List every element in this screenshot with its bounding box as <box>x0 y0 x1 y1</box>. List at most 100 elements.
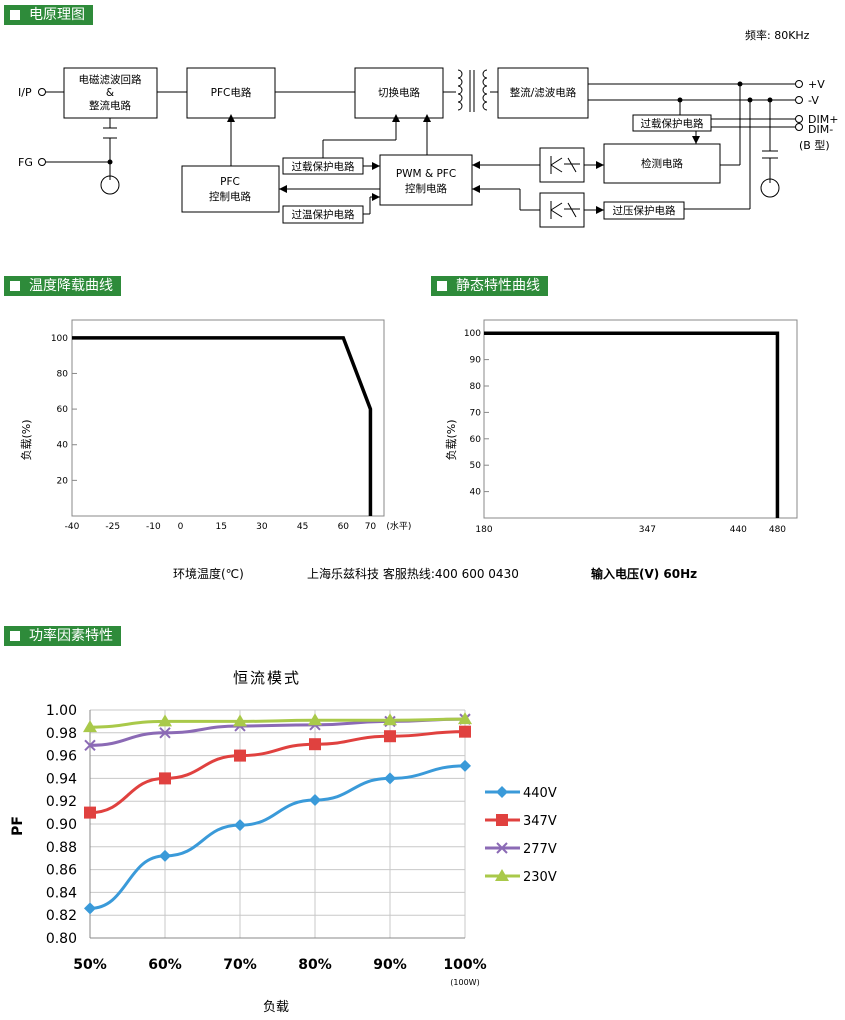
pfc-ctrl-label-1: PFC <box>220 176 240 188</box>
derating-ylabel: 负载(%) <box>19 419 33 460</box>
emi-label-2: & <box>106 87 114 99</box>
pf-point <box>159 727 171 739</box>
pf-series-440V <box>84 759 471 915</box>
derating-xunit: (水平) <box>386 520 411 532</box>
pf-ytick: 0.82 <box>46 908 77 924</box>
pf-xtick: 50% <box>73 957 107 973</box>
pf-point <box>495 869 509 881</box>
pf-point <box>309 719 321 731</box>
vminus-label: -V <box>808 94 819 107</box>
derating-ytick: 40 <box>57 441 69 451</box>
pf-ytick: 0.90 <box>46 817 77 833</box>
pf-ytick: 1.00 <box>46 703 77 719</box>
rectify-block <box>497 67 589 119</box>
detect-label: 检测电路 <box>641 157 683 170</box>
pf-xtick: 100% <box>443 957 486 973</box>
pf-point <box>234 819 246 832</box>
pf-ytick: 0.98 <box>46 726 77 742</box>
pf-point <box>383 713 397 726</box>
pf-series-line <box>89 717 466 747</box>
pf-point <box>234 720 246 732</box>
derating-xtick: -40 <box>65 522 80 532</box>
section-header-derating: 温度降载曲线 <box>4 276 121 296</box>
pwm-label-1: PWM & PFC <box>396 168 456 180</box>
pf-series-line <box>89 764 466 910</box>
pf-xlabel: 负载 <box>263 1000 289 1015</box>
static-ytick: 90 <box>470 356 482 366</box>
pfc-control-block <box>181 165 280 213</box>
derating-xlabel: 环境温度(℃) <box>173 567 244 581</box>
square-icon <box>10 631 20 641</box>
switch-block <box>354 67 444 119</box>
ground-icon <box>760 178 780 198</box>
section-header-static: 静态特性曲线 <box>431 276 548 296</box>
pf-point <box>384 772 396 785</box>
terminal-fg <box>38 158 46 166</box>
derating-xtick: 45 <box>297 522 308 532</box>
pf-point <box>459 713 471 725</box>
overload-left-label: 过载保护电路 <box>292 160 355 173</box>
terminal-dimminus <box>795 123 803 131</box>
pf-series-230V <box>83 712 472 733</box>
pf-point <box>84 739 96 752</box>
derating-ytick: 60 <box>57 405 69 415</box>
dimplus-label: DIM+ <box>808 113 838 126</box>
pf-point <box>309 719 321 731</box>
static-ytick: 80 <box>470 382 482 392</box>
terminal-vminus <box>795 96 803 104</box>
pf-point <box>308 713 322 726</box>
derating-xtick: 60 <box>338 522 350 532</box>
section-header-schematic: 电原理图 <box>4 5 93 25</box>
pf-point <box>459 725 471 738</box>
emi-label-1: 电磁滤波回路 <box>79 73 142 86</box>
pf-point <box>459 759 471 772</box>
section-title: 静态特性曲线 <box>456 278 540 294</box>
pf-point <box>384 715 396 728</box>
static-ytick: 70 <box>470 408 482 418</box>
pf-legend-label: 347V <box>523 814 557 829</box>
pf-point <box>384 715 396 728</box>
section-header-pf: 功率因素特性 <box>4 626 121 646</box>
opto-block-bottom <box>539 192 585 228</box>
derating-xtick: 0 <box>178 522 184 532</box>
pf-ytick: 0.84 <box>46 885 77 901</box>
pf-point <box>309 738 321 751</box>
pf-xtick: 90% <box>373 957 407 973</box>
pf-xtick: 80% <box>298 957 332 973</box>
pwm-label-2: 控制电路 <box>405 182 447 195</box>
rectify-label: 整流/滤波电路 <box>510 86 577 99</box>
terminal-dimplus <box>795 115 803 123</box>
pf-series-277V <box>84 713 471 752</box>
pf-xtick: 60% <box>148 957 182 973</box>
pf-xtick: 70% <box>223 957 257 973</box>
pf-point <box>384 730 396 743</box>
pf-point <box>158 714 172 727</box>
section-title: 功率因素特性 <box>29 628 113 644</box>
pf-point <box>159 849 171 862</box>
pf-legend-item: 277V <box>485 842 557 857</box>
pf-legend-label: 277V <box>523 842 557 857</box>
pf-point <box>84 739 96 752</box>
emi-label-3: 整流电路 <box>89 99 131 112</box>
static-curve <box>484 331 780 518</box>
pf-series-347V <box>84 725 471 819</box>
pf-series-line <box>89 717 466 729</box>
fg-label: FG <box>18 156 33 169</box>
pf-point <box>496 842 508 854</box>
static-ylabel: 负载(%) <box>444 419 458 460</box>
section-title: 电原理图 <box>29 7 85 23</box>
terminal-vplus <box>795 80 803 88</box>
static-ytick: 40 <box>470 488 482 498</box>
static-xtick: 440 <box>730 525 747 535</box>
vplus-label: +V <box>808 78 825 91</box>
square-icon <box>437 281 447 291</box>
pf-ytick: 0.80 <box>46 931 77 947</box>
frequency-label: 频率: 80KHz <box>745 28 810 42</box>
derating-xtick: -25 <box>105 522 120 532</box>
pf-point <box>84 902 96 915</box>
pfc-ctrl-label-2: 控制电路 <box>209 190 251 203</box>
square-icon <box>10 10 20 20</box>
pf-point <box>496 842 508 854</box>
pwm-pfc-control-block <box>379 154 473 206</box>
switch-label: 切换电路 <box>378 86 420 99</box>
